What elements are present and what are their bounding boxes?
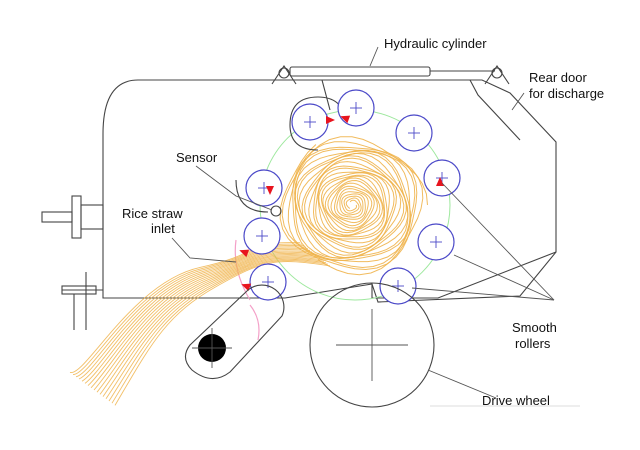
rear-door-lower-edge <box>371 251 557 303</box>
leader-lines <box>171 46 555 399</box>
rear-door-edge <box>321 79 521 141</box>
label-rice-straw-line2: inlet <box>151 221 175 236</box>
straw-strand <box>93 252 317 391</box>
pickup-arm <box>184 284 285 380</box>
straw-bale <box>279 136 428 276</box>
straw-strand <box>99 255 321 395</box>
roller-icon <box>423 159 461 197</box>
roller-icon <box>417 223 455 261</box>
drive-wheel <box>309 282 435 408</box>
label-sensor: Sensor <box>176 150 218 165</box>
label-rear-door-line2: for discharge <box>529 86 604 101</box>
roller-icon <box>395 114 433 152</box>
label-smooth-line2: rollers <box>515 336 551 351</box>
arrow-icon <box>436 177 444 186</box>
roller-icon <box>379 267 417 305</box>
straw-strand <box>114 261 331 406</box>
roller-icon <box>243 217 281 255</box>
straw-strand <box>111 259 329 404</box>
label-hydraulic-cylinder: Hydraulic cylinder <box>384 36 487 51</box>
roller-icon <box>245 169 283 207</box>
straw-strand <box>90 251 315 389</box>
hydraulic-cylinder <box>271 65 510 85</box>
input-shaft <box>41 195 104 239</box>
label-drive-wheel: Drive wheel <box>482 393 550 408</box>
straw-strand <box>108 258 327 402</box>
straw-strand <box>102 256 323 397</box>
arrow-icon <box>326 116 335 124</box>
arrow-icon <box>340 115 351 124</box>
straw-strand <box>96 254 319 393</box>
bale-spiral <box>279 144 418 271</box>
roller-icon <box>291 103 329 141</box>
straw-strand <box>105 257 325 400</box>
label-rear-door-line1: Rear door <box>529 70 587 85</box>
straw-strand <box>87 250 313 386</box>
straw-strands <box>69 242 331 406</box>
sensor <box>235 179 282 217</box>
smooth-rollers <box>243 89 461 305</box>
housing-outline <box>102 79 557 299</box>
bale-spiral <box>287 141 424 276</box>
label-smooth-line1: Smooth <box>512 320 557 335</box>
arrow-icon <box>266 186 274 195</box>
arrow-icon <box>239 249 250 258</box>
label-rice-straw-line1: Rice straw <box>122 206 183 221</box>
hitch-stand <box>61 272 103 330</box>
top-guide <box>289 96 347 151</box>
roller-icon <box>337 89 375 127</box>
